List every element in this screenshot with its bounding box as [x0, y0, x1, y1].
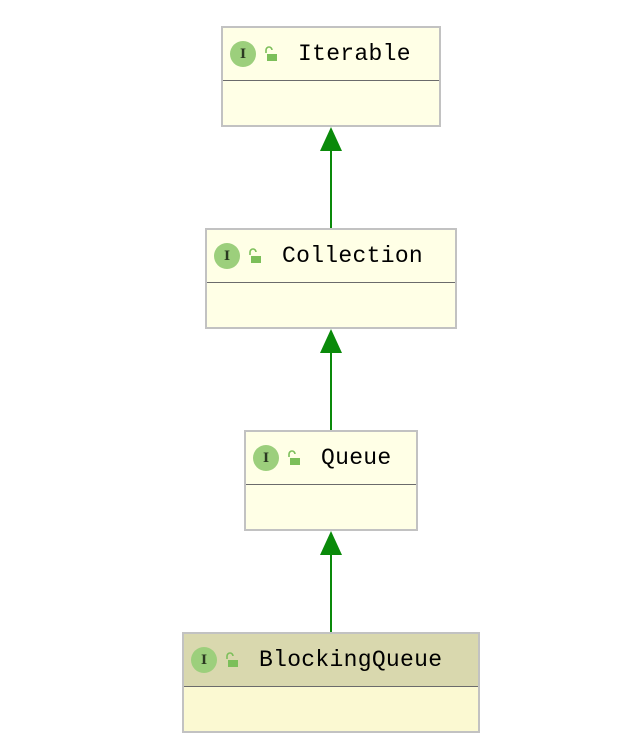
- node-members: [223, 81, 439, 125]
- arrowhead-icon: [320, 329, 342, 353]
- node-members: [207, 283, 455, 327]
- node-title: BlockingQueue: [259, 647, 443, 673]
- arrowhead-icon: [320, 531, 342, 555]
- unlocked-padlock-icon: [226, 652, 238, 667]
- node-header: I Iterable: [223, 28, 439, 81]
- unlocked-padlock-icon: [249, 248, 261, 263]
- unlocked-padlock-icon: [288, 450, 300, 465]
- node-members: [246, 485, 416, 529]
- node-blockingqueue[interactable]: I BlockingQueue: [182, 632, 480, 733]
- edge-queue-to-collection[interactable]: [320, 329, 342, 430]
- arrowhead-icon: [320, 127, 342, 151]
- node-header: I Queue: [246, 432, 416, 485]
- unlocked-padlock-icon: [265, 46, 277, 61]
- interface-badge-icon: I: [191, 647, 217, 673]
- node-header: I BlockingQueue: [184, 634, 478, 687]
- node-header: I Collection: [207, 230, 455, 283]
- node-title: Collection: [282, 243, 424, 269]
- node-title: Queue: [321, 445, 392, 471]
- interface-badge-icon: I: [230, 41, 256, 67]
- node-members: [184, 687, 478, 731]
- node-queue[interactable]: I Queue: [244, 430, 418, 531]
- edge-blockingqueue-to-queue[interactable]: [320, 531, 342, 632]
- interface-badge-icon: I: [214, 243, 240, 269]
- node-title: Iterable: [298, 41, 411, 67]
- node-collection[interactable]: I Collection: [205, 228, 457, 329]
- node-iterable[interactable]: I Iterable: [221, 26, 441, 127]
- interface-badge-icon: I: [253, 445, 279, 471]
- edge-collection-to-iterable[interactable]: [320, 127, 342, 228]
